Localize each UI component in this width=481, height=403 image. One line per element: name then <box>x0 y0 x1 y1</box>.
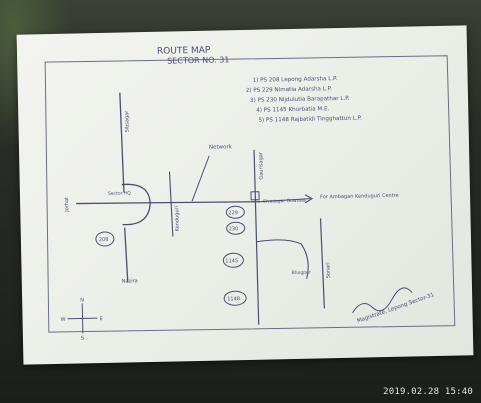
road-main <box>76 201 261 205</box>
polling-station-number: 230 <box>229 226 239 232</box>
compass-w: W <box>61 317 66 323</box>
compass-n: N <box>80 297 84 303</box>
road-right-vertical <box>319 218 325 309</box>
center-box <box>250 191 260 201</box>
junction-label: Sector HQ <box>108 190 131 196</box>
road-label-lower: Gaurisagar <box>258 151 265 180</box>
road-bottom <box>124 227 129 283</box>
map-subtitle: SECTOR NO. 31 <box>167 55 229 65</box>
polling-station-number: 1148 <box>227 296 240 302</box>
destination-arrow <box>260 198 311 203</box>
road-center-vertical <box>253 149 260 325</box>
legend-item: 2) PS 229 Nimatia Adarsha L.P. <box>246 86 332 94</box>
destination-label: For Ambagan Kenduguri Centre <box>320 193 399 201</box>
road-top <box>119 92 125 193</box>
arrow-head <box>304 194 314 204</box>
photo-timestamp: 2019.02.28 15:40 <box>383 387 473 397</box>
route-map-paper: ROUTE MAP SECTOR NO. 31 1) PS 208 Lepong… <box>16 25 474 365</box>
legend-item: 1) PS 208 Lepong Adarsha L.P. <box>253 76 338 84</box>
compass: N S E W <box>61 297 103 341</box>
compass-e: E <box>100 316 103 322</box>
road-label-top: Sibsagar <box>124 110 130 133</box>
polling-station-oval <box>226 221 246 235</box>
junction-loop <box>121 183 151 226</box>
center-box-label: Sivasagar Gowsala <box>263 198 306 205</box>
network-label: Network <box>209 144 233 150</box>
signature-text: Magistrate, Lepong Sector-31 <box>356 292 435 324</box>
road-label-branch: Kenduguri <box>174 206 181 232</box>
polling-station-oval <box>225 205 245 219</box>
route-map-sketch: ROUTE MAP SECTOR NO. 31 1) PS 208 Lepong… <box>44 46 456 341</box>
map-border <box>44 55 456 333</box>
compass-s: S <box>81 335 84 341</box>
polling-station-oval <box>95 231 115 247</box>
network-arrow <box>191 155 210 202</box>
road-bend <box>256 239 309 279</box>
polling-station-oval <box>222 252 244 268</box>
legend-item: 3) PS 230 Nijdulutia Barapathar L.P. <box>250 96 350 104</box>
road-label-bottom: Nazira <box>122 278 138 284</box>
legend-item: 4) PS 1145 Khurbatia M.E. <box>256 106 329 114</box>
legend-item: 5) PS 1148 Rajbatidi Tingghattun L.P. <box>258 116 362 124</box>
road-label-right: Sonari <box>325 262 331 278</box>
polling-station-number: 229 <box>228 210 238 216</box>
road-label-left: Jorhat <box>64 197 70 213</box>
polling-station-oval <box>223 290 247 306</box>
polling-station-number: 208 <box>99 237 109 243</box>
map-title: ROUTE MAP <box>157 46 211 57</box>
road-branch <box>168 171 174 237</box>
bend-label: Bhogpur <box>292 270 311 276</box>
polling-station-number: 1145 <box>225 258 238 264</box>
signature-scribble <box>352 287 413 314</box>
